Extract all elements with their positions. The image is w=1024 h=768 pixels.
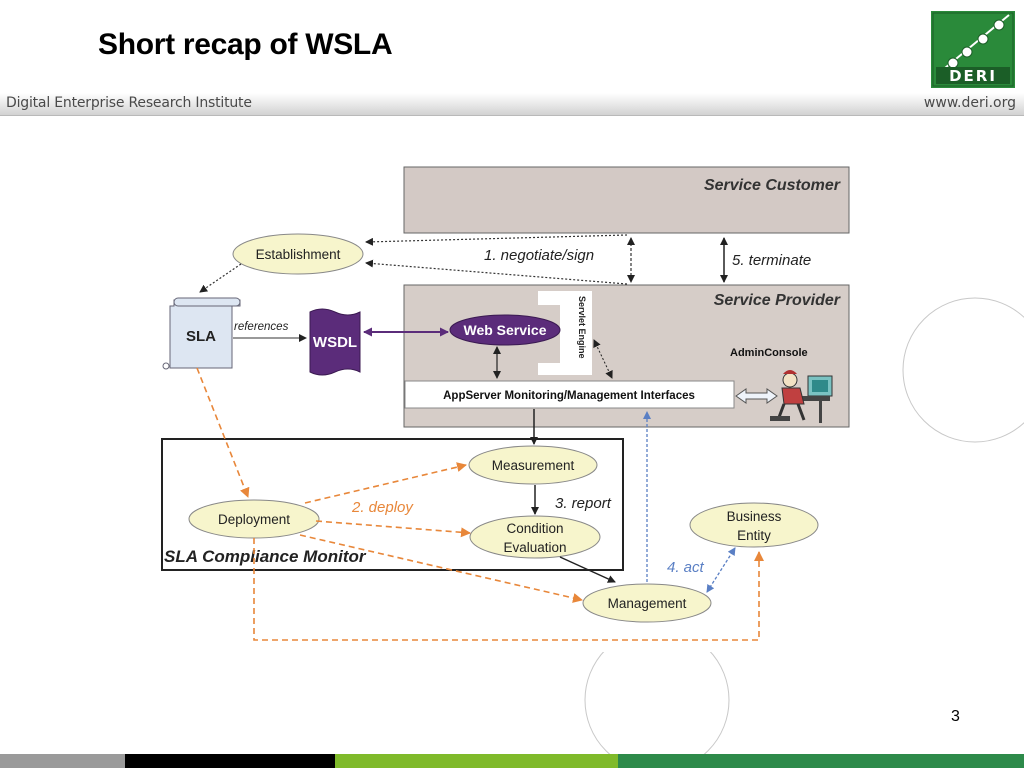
management-node (582, 583, 712, 623)
footer-bar-dark-green (618, 754, 1024, 768)
references-label: references (234, 321, 289, 333)
sla-document-icon (162, 297, 241, 370)
header-band (0, 93, 1024, 116)
footer-bar-black (125, 754, 335, 768)
condition-label-line2: Evaluation (503, 540, 566, 555)
wsdl-label: WSDL (313, 334, 357, 351)
institute-name: Digital Enterprise Research Institute (6, 95, 252, 111)
servlet-engine-label: Servlet Engine (577, 296, 587, 359)
report-label: 3. report (555, 495, 612, 512)
deri-logo: DERI (931, 11, 1015, 88)
slide-title: Short recap of WSLA (98, 28, 393, 61)
terminate-label: 5. terminate (732, 252, 811, 269)
compliance-monitor-label: SLA Compliance Monitor (164, 547, 367, 566)
management-label: Management (608, 596, 687, 611)
service-provider-label: Service Provider (714, 292, 841, 309)
admin-person-icon (770, 370, 833, 423)
service-customer-label: Service Customer (704, 177, 841, 194)
appserver-interfaces-box (404, 380, 735, 409)
deployment-label: Deployment (218, 512, 290, 527)
appserver-label: AppServer Monitoring/Management Interfac… (443, 390, 695, 402)
business-entity-node (689, 502, 819, 548)
establishment-node (232, 233, 364, 275)
establishment-label: Establishment (256, 247, 341, 262)
business-label-line1: Business (727, 509, 782, 524)
business-label-line2: Entity (737, 528, 771, 543)
deploy-label: 2. deploy (351, 499, 414, 516)
footer-bar-green (335, 754, 618, 768)
website-url: www.deri.org (923, 95, 1016, 111)
admin-console-label: AdminConsole (730, 347, 808, 359)
measurement-label: Measurement (492, 458, 575, 473)
footer-bar-gray (0, 754, 125, 768)
wsdl-document-shape (309, 308, 361, 376)
service-customer-box (403, 166, 850, 234)
condition-label-line1: Condition (506, 521, 563, 536)
web-service-node (449, 314, 561, 346)
wsla-diagram: Service Customer Service Provider Servle… (157, 158, 854, 652)
page-number: 3 (951, 708, 960, 725)
sla-label: SLA (186, 328, 216, 345)
act-label: 4. act (667, 559, 705, 576)
logo-text: DERI (949, 67, 997, 85)
web-service-label: Web Service (463, 322, 546, 338)
compliance-monitor-box (161, 438, 624, 571)
negotiate-label: 1. negotiate/sign (484, 247, 594, 264)
measurement-node (468, 445, 598, 485)
